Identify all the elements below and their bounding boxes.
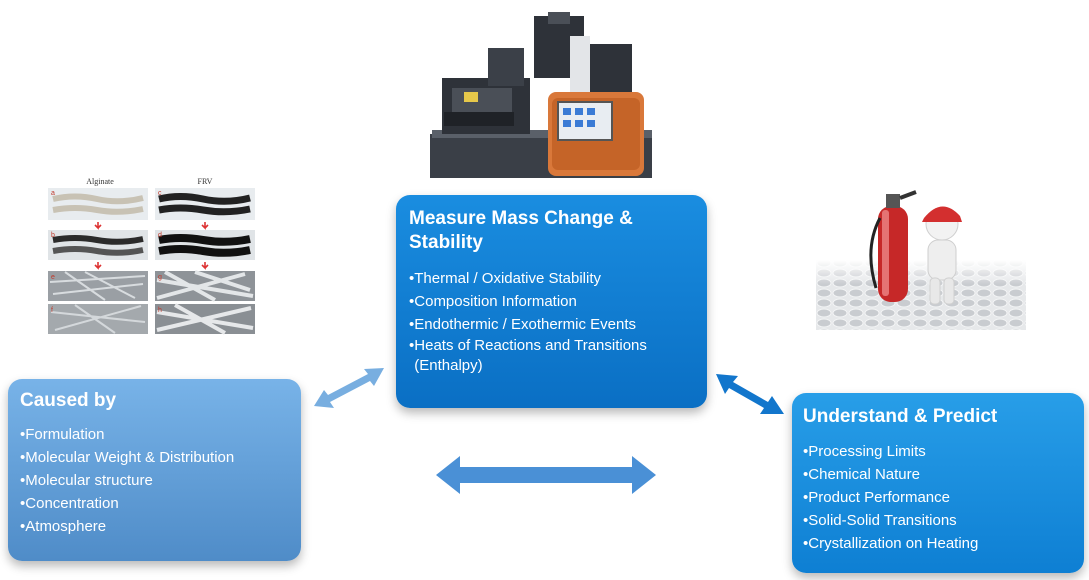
list-item: •Crystallization on Heating (803, 534, 979, 552)
caused-by-box: Caused by •Formulation •Molecular Weight… (8, 379, 301, 561)
panel-letter: c (158, 190, 162, 197)
panel-letter: e (51, 274, 55, 281)
panel-letter: a (51, 190, 55, 197)
arrow-left-top-connector (314, 368, 384, 408)
list-item: •Formulation (20, 425, 105, 443)
measure-box: Measure Mass Change & Stability •Thermal… (396, 195, 707, 408)
measure-list: •Thermal / Oxidative Stability •Composit… (409, 267, 697, 376)
fiber-micrograph-image: Alginate FRV a c b d e g f (48, 177, 255, 335)
fire-extinguisher-figure-image (816, 190, 1026, 330)
list-item: •Molecular structure (20, 471, 153, 489)
list-item: •Solid-Solid Transitions (803, 511, 957, 529)
list-item: •Atmosphere (20, 517, 107, 535)
list-item: •Concentration (20, 494, 119, 512)
arrow-top-right-connector (716, 374, 784, 414)
panel-letter: f (51, 307, 53, 314)
list-item: •Thermal / Oxidative Stability (409, 269, 601, 287)
understand-predict-box: Understand & Predict •Processing Limits … (792, 393, 1084, 573)
panel-letter: h (158, 307, 162, 314)
list-item: •Chemical Nature (803, 465, 920, 483)
figure-col-label-right: FRV (198, 177, 213, 186)
list-item: •Heats of Reactions and Transitions (Ent… (409, 336, 647, 374)
arrow-left-right-connector (436, 456, 656, 494)
panel-letter: d (158, 232, 162, 239)
measure-title: Measure Mass Change & Stability (409, 208, 633, 253)
caused-by-list: •Formulation •Molecular Weight & Distrib… (20, 423, 291, 538)
fiber-micrograph-figure: Alginate FRV a c b d e g f (45, 172, 257, 337)
panel-letter: b (51, 232, 55, 239)
panel-letter: g (158, 274, 162, 281)
figure-col-label-left: Alginate (86, 177, 114, 186)
understand-predict-list: •Processing Limits •Chemical Nature •Pro… (803, 440, 1074, 555)
understand-predict-title: Understand & Predict (803, 406, 998, 427)
list-item: •Product Performance (803, 488, 950, 506)
caused-by-title: Caused by (20, 390, 117, 411)
list-item: •Processing Limits (803, 442, 926, 460)
list-item: •Composition Information (409, 292, 577, 310)
instrument-image (430, 12, 652, 178)
list-item: •Molecular Weight & Distribution (20, 448, 235, 466)
list-item: •Endothermic / Exothermic Events (409, 315, 637, 333)
